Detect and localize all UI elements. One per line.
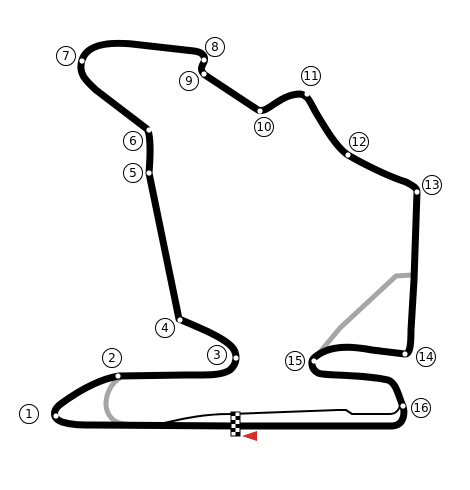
corner-dot-9 [201, 71, 207, 77]
corner-label-4: 4 [155, 318, 175, 338]
corner-number: 10 [256, 120, 271, 134]
corner-number: 2 [108, 351, 116, 365]
corner-dot-4 [177, 317, 183, 323]
corner-label-circle [179, 71, 199, 91]
corner-number: 3 [213, 348, 221, 362]
checkered-flag-icon [230, 411, 241, 437]
corner-number: 1 [25, 407, 33, 421]
corner-dot-10 [257, 108, 263, 114]
corner-label-9: 9 [179, 71, 199, 91]
corner-number: 5 [129, 166, 137, 180]
corner-number: 12 [351, 135, 366, 149]
corner-label-14: 14 [416, 347, 436, 367]
corner-label-2: 2 [102, 348, 122, 368]
corner-dot-14 [402, 351, 408, 357]
corner-label-circle [422, 175, 442, 195]
corner-label-15: 15 [285, 351, 305, 371]
corner-dot-8 [201, 57, 207, 63]
corner-label-circle [123, 163, 143, 183]
corner-dot-16 [400, 403, 406, 409]
alternate-layout-link [312, 272, 415, 361]
corner-dot-2 [115, 373, 121, 379]
corner-label-circle [205, 37, 225, 57]
corner-number: 4 [161, 321, 169, 335]
corner-label-circle [207, 345, 227, 365]
corner-label-circle [285, 351, 305, 371]
corner-label-13: 13 [422, 175, 442, 195]
corner-dot-15 [311, 358, 317, 364]
corner-number: 7 [62, 49, 70, 63]
corner-label-7: 7 [56, 46, 76, 66]
corner-label-circle [19, 404, 39, 424]
corner-number: 16 [413, 401, 428, 415]
corner-number: 8 [211, 40, 219, 54]
corner-number: 14 [418, 350, 433, 364]
corner-dot-6 [146, 127, 152, 133]
corner-label-circle [102, 348, 122, 368]
corner-label-circle [123, 131, 143, 151]
corner-label-circle [301, 66, 321, 86]
corner-apex-dots [53, 57, 420, 419]
corner-dot-11 [304, 91, 310, 97]
corner-dot-12 [345, 152, 351, 158]
main-circuit [51, 39, 421, 430]
corner-label-16: 16 [411, 398, 431, 418]
corner-dot-1 [53, 413, 59, 419]
corner-label-circle [155, 318, 175, 338]
corner-label-10: 10 [254, 117, 274, 137]
pit-lane [159, 403, 401, 425]
corner-label-11: 11 [301, 66, 321, 86]
corner-dot-13 [414, 189, 420, 195]
alternate-layout-chicane [103, 375, 129, 427]
corner-label-5: 5 [123, 163, 143, 183]
corner-label-6: 6 [123, 131, 143, 151]
corner-label-circle [349, 132, 369, 152]
corner-number: 15 [287, 354, 302, 368]
red-triangle-icon [242, 431, 257, 441]
corner-label-12: 12 [349, 132, 369, 152]
corner-dot-5 [146, 170, 152, 176]
corner-label-1: 1 [19, 404, 39, 424]
corner-dot-3 [233, 355, 239, 361]
corner-number: 11 [303, 69, 318, 83]
corner-label-8: 8 [205, 37, 225, 57]
corner-number: 6 [129, 134, 137, 148]
corner-number: 9 [185, 74, 193, 88]
corner-label-circle [416, 347, 436, 367]
corner-label-circle [411, 398, 431, 418]
corner-label-circle [254, 117, 274, 137]
corner-label-circle [56, 46, 76, 66]
corner-label-3: 3 [207, 345, 227, 365]
corner-number: 13 [424, 178, 439, 192]
corner-dot-7 [79, 58, 85, 64]
